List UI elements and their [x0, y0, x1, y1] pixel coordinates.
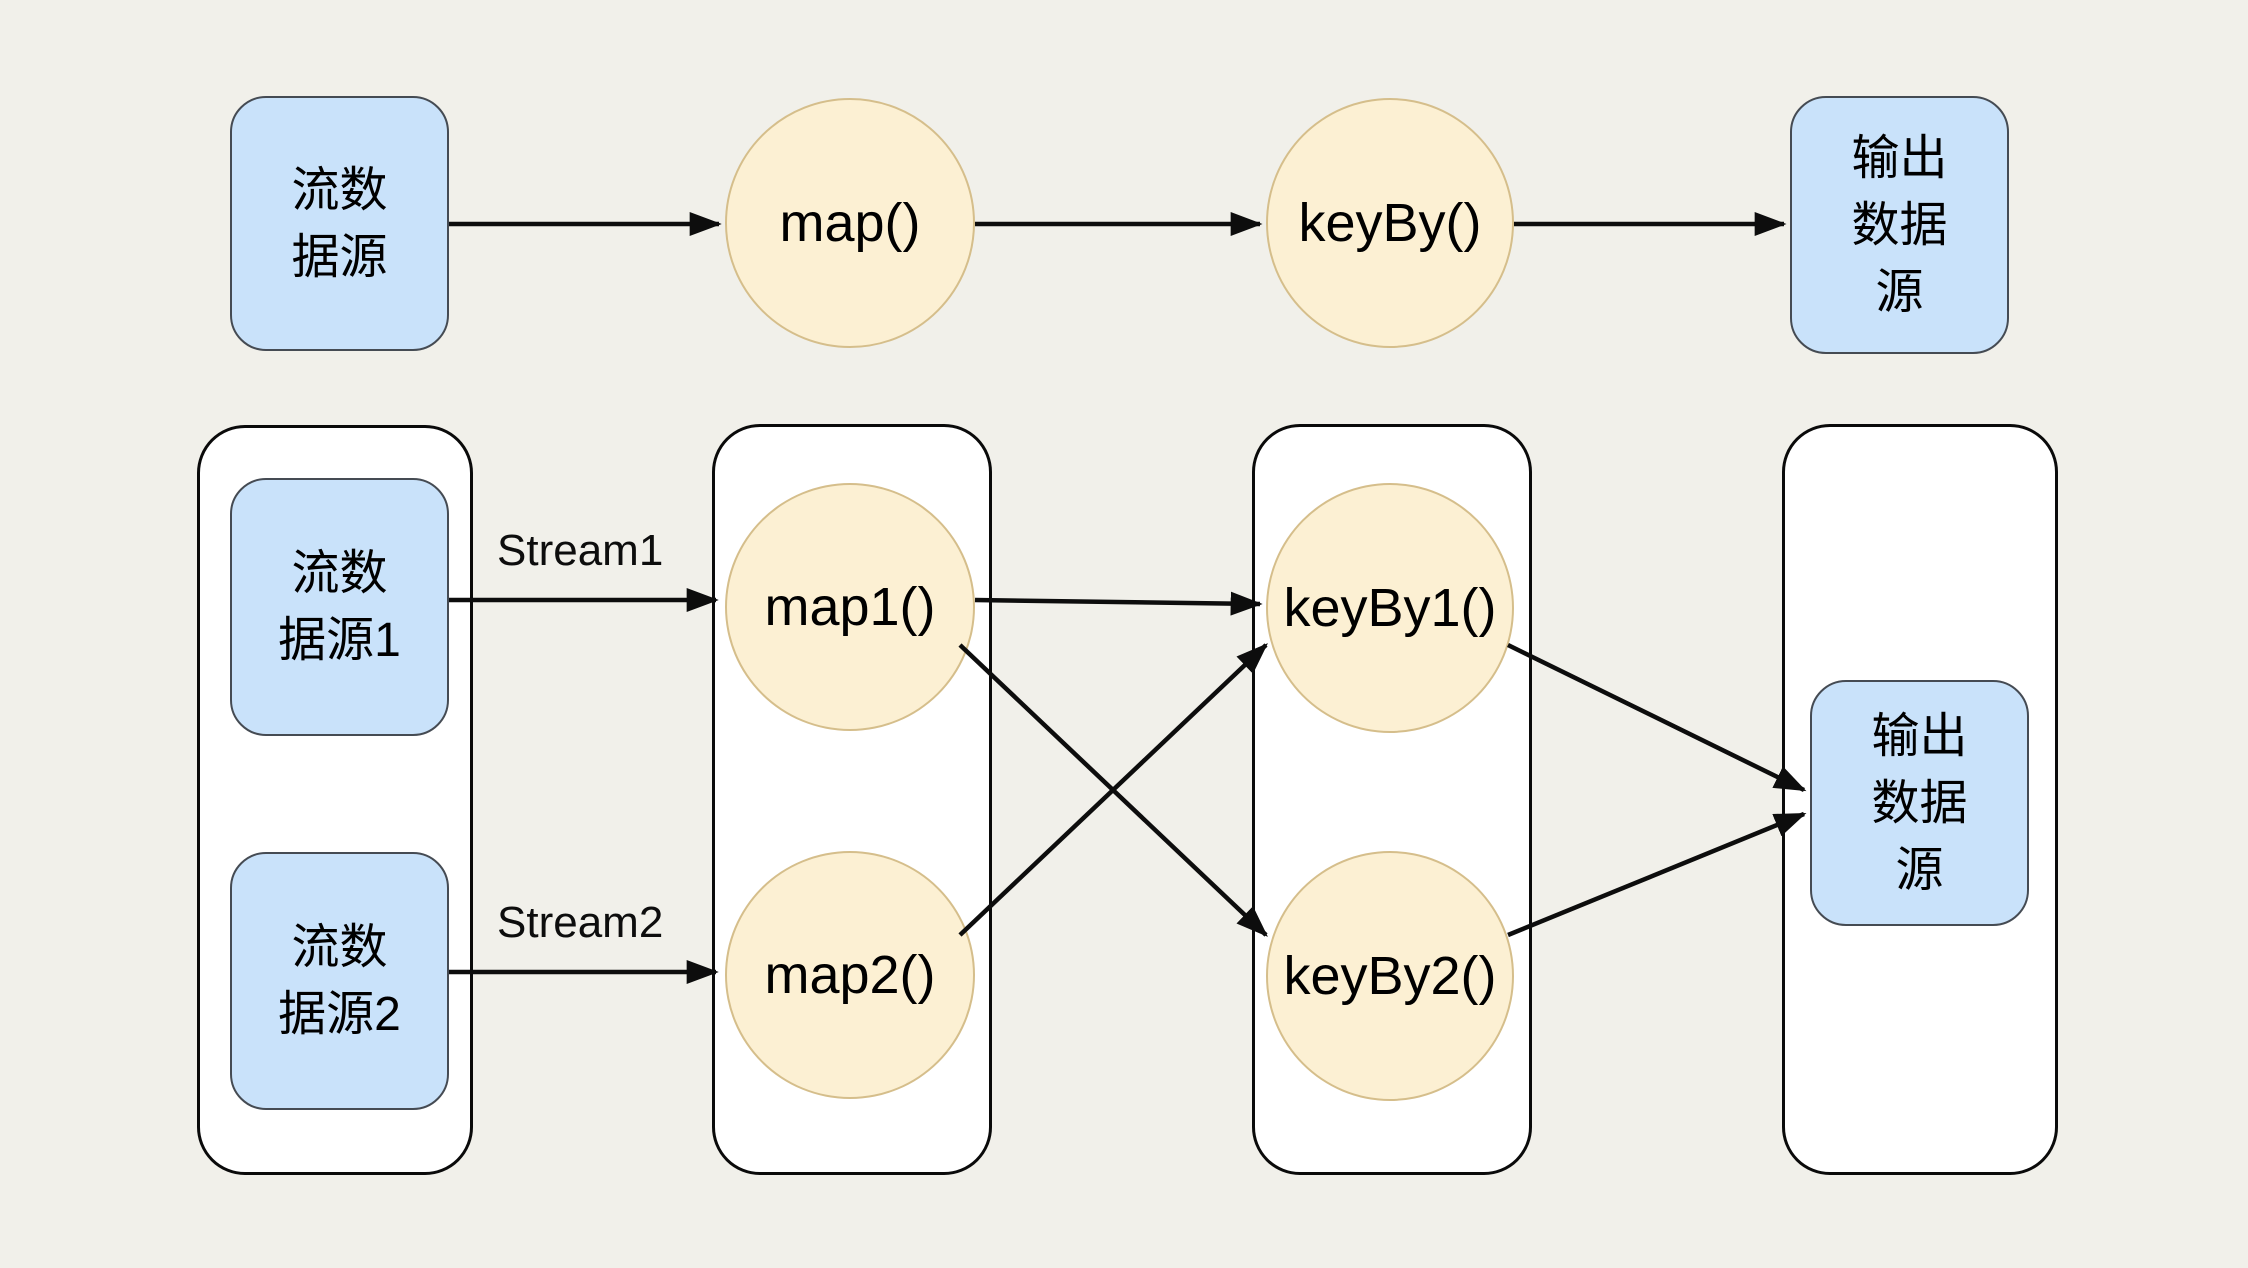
map2-label: map2() [764, 945, 936, 1005]
stream2-edge-label: Stream2 [497, 898, 664, 947]
arrow-map1-to-keyby2 [958, 643, 1268, 937]
node-keyby1: keyBy1() [1266, 483, 1514, 733]
map-label: map() [779, 193, 921, 253]
stream-source-label: 流数 据源 [291, 163, 388, 284]
node-output-sink: 输出 数据 源 [1790, 96, 2009, 354]
node-stream-source: 流数 据源 [230, 96, 449, 351]
output-sink-parallel-label: 输出 数据 源 [1871, 709, 1968, 897]
map1-label: map1() [764, 577, 936, 637]
node-stream-source-2: 流数 据源2 [230, 852, 449, 1110]
arrow-map1-to-keyby1 [974, 591, 1263, 616]
arrow-keyby1-to-sink [1507, 642, 1807, 793]
stream-source-1-label: 流数 据源1 [278, 547, 401, 667]
node-keyby: keyBy() [1266, 98, 1514, 348]
node-output-sink-parallel: 输出 数据 源 [1810, 680, 2029, 926]
arrow-map2-to-keyby1 [958, 643, 1268, 937]
keyby2-label: keyBy2() [1283, 946, 1497, 1006]
keyby-label: keyBy() [1298, 193, 1482, 253]
keyby1-label: keyBy1() [1283, 578, 1497, 638]
stream1-edge-label: Stream1 [497, 526, 664, 575]
node-stream-source-1: 流数 据源1 [230, 478, 449, 736]
arrow-keyby2-to-sink [1507, 811, 1807, 938]
node-keyby2: keyBy2() [1266, 851, 1514, 1101]
stream-source-2-label: 流数 据源2 [278, 921, 401, 1041]
node-map1: map1() [725, 483, 975, 731]
output-sink-label: 输出 数据 源 [1851, 131, 1948, 319]
node-map2: map2() [725, 851, 975, 1099]
node-map: map() [725, 98, 975, 348]
